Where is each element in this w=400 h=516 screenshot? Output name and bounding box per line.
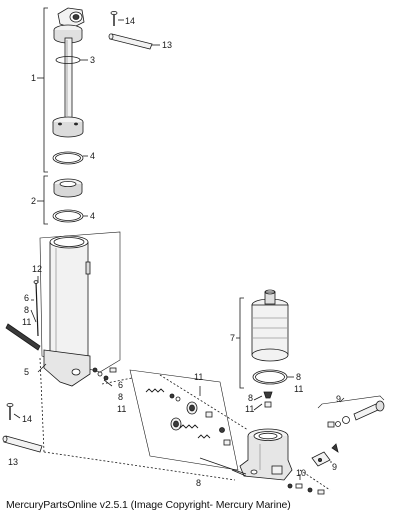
callout-11-left: 11 (22, 317, 31, 327)
image-copyright-caption: MercuryPartsOnline v2.5.1 (Image Copyrig… (6, 499, 291, 511)
screw-and-pin-top (108, 10, 160, 50)
callout-12: 12 (32, 264, 42, 274)
callout-8-plug: 8 (248, 393, 253, 403)
callout-3: 3 (90, 55, 95, 65)
callout-11-plug: 11 (245, 404, 254, 414)
callout-8-right: 8 (118, 392, 123, 402)
screw-and-pin-left (2, 402, 43, 453)
fitting-kit-10 (287, 474, 325, 495)
callout-13-left: 13 (8, 457, 18, 467)
callout-11-reservoir: 11 (294, 384, 303, 394)
gland-seal-assembly (37, 175, 88, 225)
callout-7: 7 (230, 333, 235, 343)
dashed-leaders (39, 357, 331, 491)
callout-8-shaft: 8 (196, 478, 201, 488)
valve-kit-parts (129, 369, 239, 471)
callout-4-lower: 4 (90, 211, 95, 221)
callout-8-reservoir: 8 (296, 372, 301, 382)
piston-rod-assembly (37, 7, 85, 173)
callout-8-left: 8 (24, 305, 29, 315)
callout-11-middle: 11 (194, 372, 203, 382)
callout-10: 10 (296, 468, 306, 478)
pump-shaft (199, 457, 247, 475)
mounting-bolt-left (5, 276, 41, 351)
callout-14-left: 14 (22, 414, 32, 424)
callout-4-upper: 4 (90, 151, 95, 161)
callout-9-lower: 9 (332, 462, 337, 472)
callout-11-right: 11 (117, 404, 126, 414)
pump-body (231, 428, 293, 481)
reservoir-filter-assembly (236, 289, 294, 411)
callout-14-top: 14 (125, 16, 135, 26)
callout-6-right: 6 (118, 380, 123, 390)
callout-6-left: 6 (24, 293, 29, 303)
cylinder-housing (37, 231, 121, 387)
callout-5: 5 (24, 367, 29, 377)
callout-13-top: 13 (162, 40, 172, 50)
callout-1: 1 (31, 73, 36, 83)
elbow-fitting-assembly (311, 395, 385, 467)
small-fittings-housing (92, 367, 117, 387)
callout-2: 2 (31, 196, 36, 206)
callout-9-upper: 9 (336, 394, 341, 404)
